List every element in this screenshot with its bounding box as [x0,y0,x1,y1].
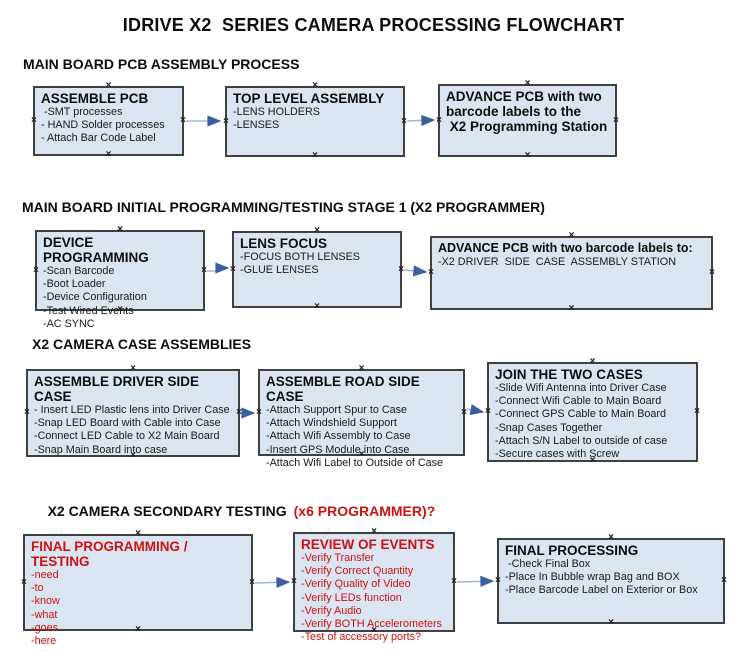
node-title: DEVICE PROGRAMMING [43,235,149,265]
node-item: -Verify Audio [301,604,362,617]
node-item: -Attach Wifi Label to Outside of Case [266,456,444,469]
node-item: -Connect Wifi Cable to Main Board [495,395,662,408]
node-item: -LENS HOLDERS [233,106,320,118]
section-header-case-assemblies: X2 CAMERA CASE ASSEMBLIES [32,336,252,352]
node-title: JOIN THE TWO CASES [495,367,643,382]
node-item: -need [31,569,59,581]
node-item: -Snap Cases Together [495,421,603,434]
node-title: LENS FOCUS [240,236,328,251]
node-item: -Secure cases with Screw [495,448,620,461]
node-item: -Test Wired Events [43,304,134,317]
node-item: -Insert GPS Module into Case [266,443,410,456]
section-header-secondary-testing: X2 CAMERA SECONDARY TESTING (x6 PROGRAMME… [32,487,436,535]
node-item: -Verify LEDs function [301,591,402,604]
node-item: -Snap LED Board with Cable into Case [34,417,221,430]
flow-node-assemble-road-side-case[interactable]: ASSEMBLE ROAD SIDE CASE -Attach Support … [256,364,467,469]
section-header-pcb-assembly: MAIN BOARD PCB ASSEMBLY PROCESS [23,56,300,72]
node-item: -to [31,582,44,595]
flowchart-title: IDRIVE X2 SERIES CAMERA PROCESSING FLOWC… [122,15,625,35]
node-item: -Verify Transfer [301,552,375,564]
node-item: -SMT processes [41,106,123,118]
node-item: -Place Barcode Label on Exterior or Box [505,584,698,597]
node-item: -Verify BOTH Accelerometers [301,618,442,631]
flow-node-advance-pcb-programming-station[interactable]: ADVANCE PCB with two barcode labels to t… [436,79,619,161]
node-title: FINAL PROCESSING [505,543,639,558]
section-header-black-part: X2 CAMERA SECONDARY TESTING [47,503,287,519]
node-item: -goes [31,621,59,634]
node-item: -Check Final Box [505,558,591,570]
node-item: -Connect GPS Cable to Main Board [495,408,667,421]
node-item: -Boot Loader [43,278,106,291]
node-item: -LENSES [233,119,280,132]
node-item: -Place In Bubble wrap Bag and BOX [505,571,680,584]
node-item: -Scan Barcode [43,265,115,277]
node-item: -Snap Main Board into case [34,443,168,456]
node-title: ASSEMBLE ROAD SIDE CASE [266,374,424,404]
flow-node-join-the-two-cases[interactable]: JOIN THE TWO CASES -Slide Wifi Antenna i… [485,357,700,466]
flow-node-top-level-assembly[interactable]: TOP LEVEL ASSEMBLY -LENS HOLDERS -LENSES… [223,81,407,161]
section-header-red-part: (x6 PROGRAMMER)? [293,503,436,519]
node-item: -know [31,595,60,608]
node-item: -what [31,608,58,621]
node-item: -Device Configuration [43,291,147,304]
node-item: -AC SYNC [43,317,95,330]
node-item: -X2 DRIVER SIDE CASE ASSEMBLY STATION [438,256,676,268]
flow-node-assemble-pcb[interactable]: ASSEMBLE PCB -SMT processes - HAND Solde… [31,81,186,160]
node-title: ASSEMBLE PCB [41,91,149,106]
node-item: -Test of accessory ports? [301,631,422,644]
connector-arrow[interactable] [406,114,436,127]
node-item: -Connect LED Cable to X2 Main Board [34,430,220,443]
node-title: ASSEMBLE DRIVER SIDE CASE [34,374,203,404]
node-title: REVIEW OF EVENTS [301,537,435,552]
node-item: - HAND Solder processes [41,119,165,132]
node-item: -GLUE LENSES [240,264,319,277]
flow-node-review-of-events[interactable]: REVIEW OF EVENTS -Verify Transfer -Verif… [291,527,457,644]
node-item: -Verify Quality of Video [301,578,411,591]
node-item: - Insert LED Plastic lens into Driver Ca… [34,404,230,416]
flow-node-advance-pcb-case-assembly[interactable]: ADVANCE PCB with two barcode labels to: … [428,231,715,314]
connector-arrow[interactable] [254,576,291,588]
connector-arrow[interactable] [466,404,485,416]
flow-node-assemble-driver-side-case[interactable]: ASSEMBLE DRIVER SIDE CASE - Insert LED P… [24,364,242,461]
node-item: -Attach S/N Label to outside of case [495,434,668,447]
node-item: -Attach Support Spur to Case [266,404,408,416]
node-item: -Verify Correct Quantity [301,565,414,578]
node-item: - Attach Bar Code Label [41,132,156,145]
connector-arrow[interactable] [403,265,428,277]
connector-arrow[interactable] [456,575,495,587]
node-item: -Slide Wifi Antenna into Driver Case [495,382,667,394]
connector-arrow[interactable] [207,262,230,274]
flow-node-final-programming-testing[interactable]: FINAL PROGRAMMING / TESTING -need -to -k… [21,529,255,648]
node-title: FINAL PROGRAMMING / TESTING [31,539,192,569]
flow-node-device-programming[interactable]: DEVICE PROGRAMMING -Scan Barcode -Boot L… [33,225,207,330]
node-title: ADVANCE PCB with two barcode labels to t… [446,89,608,134]
node-item: -Attach Windshield Support [266,417,397,430]
node-item: -here [31,635,57,648]
flow-node-final-processing[interactable]: FINAL PROCESSING -Check Final Box -Place… [495,533,727,628]
node-title: ADVANCE PCB with two barcode labels to: [438,241,693,255]
section-header-initial-programming: MAIN BOARD INITIAL PROGRAMMING/TESTING S… [22,199,545,215]
node-title: TOP LEVEL ASSEMBLY [233,91,385,106]
node-item: -FOCUS BOTH LENSES [240,251,360,263]
node-item: -Attach Wifi Assembly to Case [266,430,411,443]
